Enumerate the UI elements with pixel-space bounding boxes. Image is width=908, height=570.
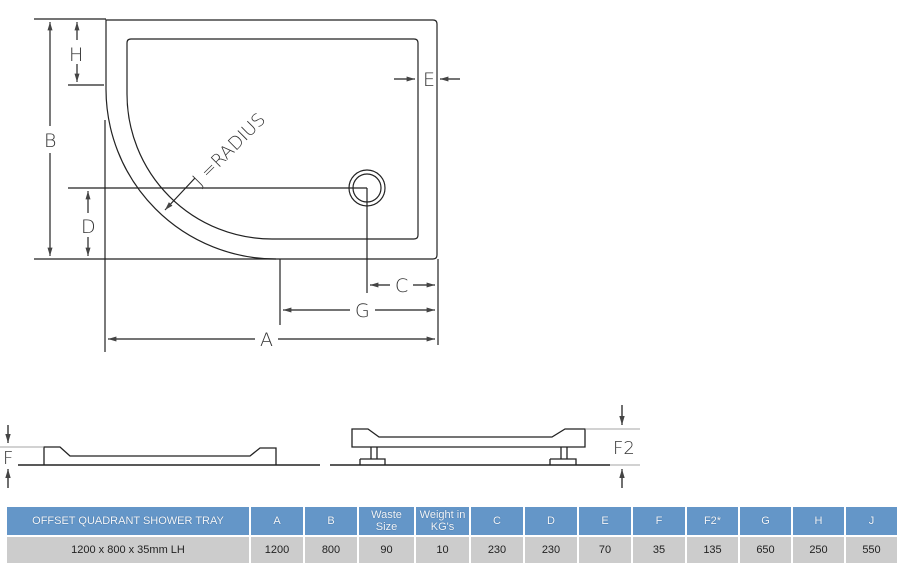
col-header-product: OFFSET QUADRANT SHOWER TRAY	[7, 507, 249, 535]
col-header-d: D	[525, 507, 577, 535]
col-header-g: G	[740, 507, 791, 535]
cell-a: 1200	[251, 537, 303, 563]
cell-product: 1200 x 800 x 35mm LH	[7, 537, 249, 563]
shower-tray-technical-drawing: B H D E C G A J =RADIUS F F2	[0, 18, 640, 488]
dim-label-a: A	[260, 329, 273, 351]
table-header-row: OFFSET QUADRANT SHOWER TRAY A B Waste Si…	[7, 507, 897, 535]
cell-f2: 135	[687, 537, 738, 563]
cell-j: 550	[846, 537, 897, 563]
col-header-b: B	[305, 507, 357, 535]
cell-d: 230	[525, 537, 577, 563]
col-header-f: F	[633, 507, 685, 535]
dim-label-f2: F2	[613, 438, 635, 459]
col-header-j: J	[846, 507, 897, 535]
cell-waste-size: 90	[359, 537, 414, 563]
col-header-a: A	[251, 507, 303, 535]
col-header-weight: Weight in KG's	[416, 507, 469, 535]
col-header-f2: F2*	[687, 507, 738, 535]
dim-label-h: H	[69, 44, 83, 66]
cell-h: 250	[793, 537, 844, 563]
dim-label-j-radius: J =RADIUS	[189, 109, 270, 190]
cell-b: 800	[305, 537, 357, 563]
specification-table: OFFSET QUADRANT SHOWER TRAY A B Waste Si…	[5, 505, 899, 565]
dim-label-d: D	[81, 216, 96, 238]
dim-label-g: G	[355, 300, 370, 322]
table-row: 1200 x 800 x 35mm LH 1200 800 90 10 230 …	[7, 537, 897, 563]
col-header-h: H	[793, 507, 844, 535]
dim-label-c: C	[395, 275, 408, 297]
side-view-legs	[330, 405, 640, 488]
leg-right	[549, 447, 577, 465]
col-header-e: E	[579, 507, 631, 535]
dim-label-f: F	[3, 448, 13, 469]
cell-e: 70	[579, 537, 631, 563]
tray-inner-outline	[126, 38, 419, 240]
side-view-floor	[0, 425, 320, 488]
cell-g: 650	[740, 537, 791, 563]
dim-label-b: B	[44, 130, 56, 152]
cell-weight: 10	[416, 537, 469, 563]
plan-view	[34, 18, 460, 352]
leg-left	[359, 447, 386, 465]
cell-c: 230	[471, 537, 523, 563]
col-header-c: C	[471, 507, 523, 535]
cell-f: 35	[633, 537, 685, 563]
tray-outer-outline	[105, 19, 438, 260]
plan-dimension-labels: B H D E C G A J =RADIUS	[44, 44, 435, 351]
dim-label-e: E	[423, 69, 435, 91]
col-header-waste-size: Waste Size	[359, 507, 414, 535]
